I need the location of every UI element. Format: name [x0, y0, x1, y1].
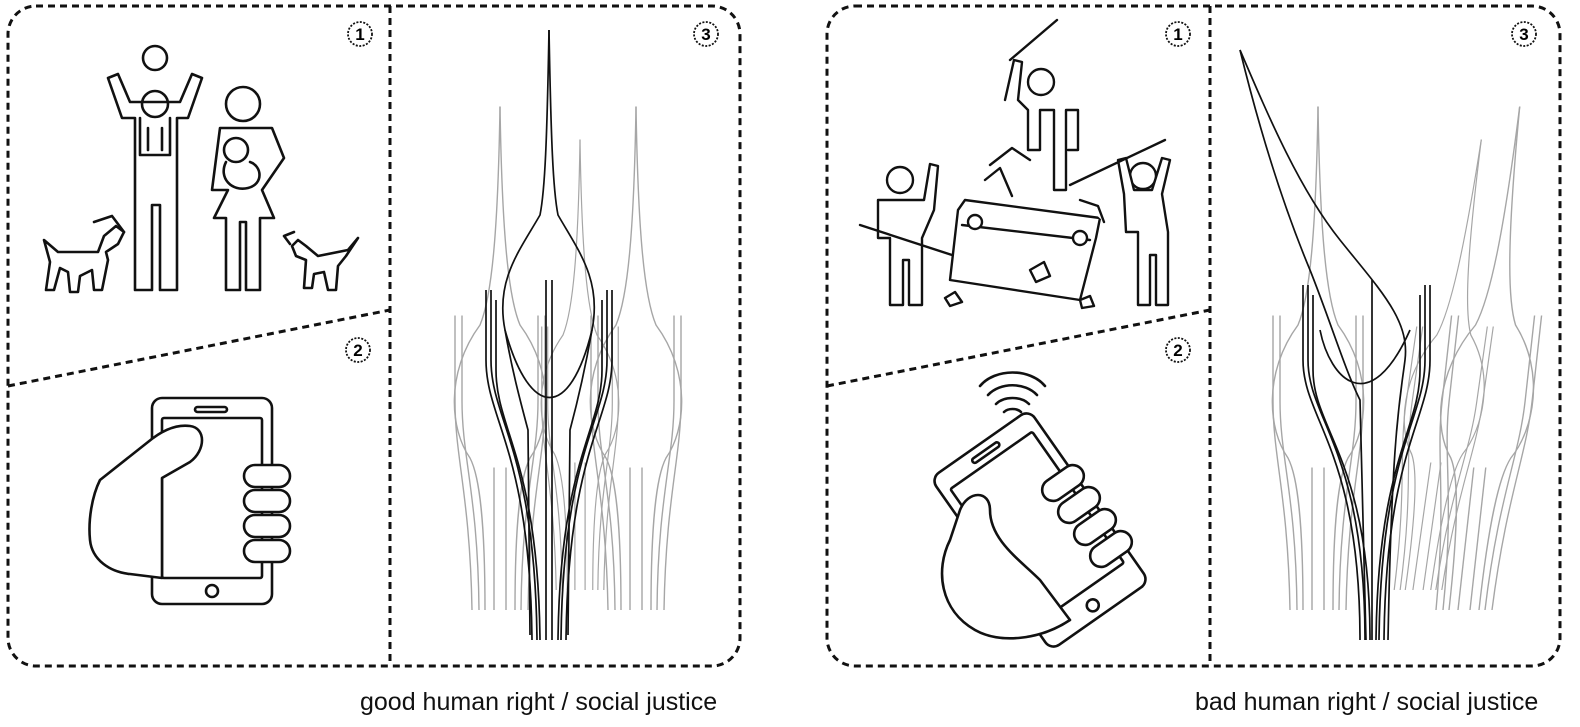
- right-panel-frame: [825, 4, 1562, 668]
- marker-1-label: 1: [1173, 25, 1182, 44]
- right-panel-diagonal-divider: [826, 308, 1211, 388]
- marker-3: 3: [1511, 21, 1537, 47]
- marker-1: 1: [1165, 21, 1191, 47]
- left-panel-diagonal-divider: [7, 308, 391, 388]
- left-panel-frame: [6, 4, 742, 668]
- right-panel: 1 2 3: [825, 4, 1567, 668]
- wifi-signal-icon: [978, 371, 1047, 414]
- marker-2-label: 2: [353, 341, 362, 360]
- left-panel: 1 2 3: [6, 4, 742, 668]
- marker-2: 2: [345, 337, 371, 363]
- marker-2: 2: [1165, 337, 1191, 363]
- marker-3: 3: [693, 21, 719, 47]
- marker-1-label: 1: [355, 25, 364, 44]
- phone-in-hand-icon: [88, 396, 292, 606]
- marker-2-label: 2: [1173, 341, 1182, 360]
- lamp-cluster-icon: [453, 29, 683, 641]
- riot-icon: [858, 18, 1172, 310]
- tilted-phone-signal-icon: [933, 371, 1147, 648]
- family-icon: [42, 44, 360, 294]
- marker-1: 1: [347, 21, 373, 47]
- left-panel-caption: good human right / social justice: [360, 688, 718, 716]
- marker-3-label: 3: [701, 25, 710, 44]
- marker-3-label: 3: [1519, 25, 1528, 44]
- leaning-lamp-cluster-icon: [1239, 49, 1567, 641]
- right-panel-caption: bad human right / social justice: [1195, 688, 1539, 716]
